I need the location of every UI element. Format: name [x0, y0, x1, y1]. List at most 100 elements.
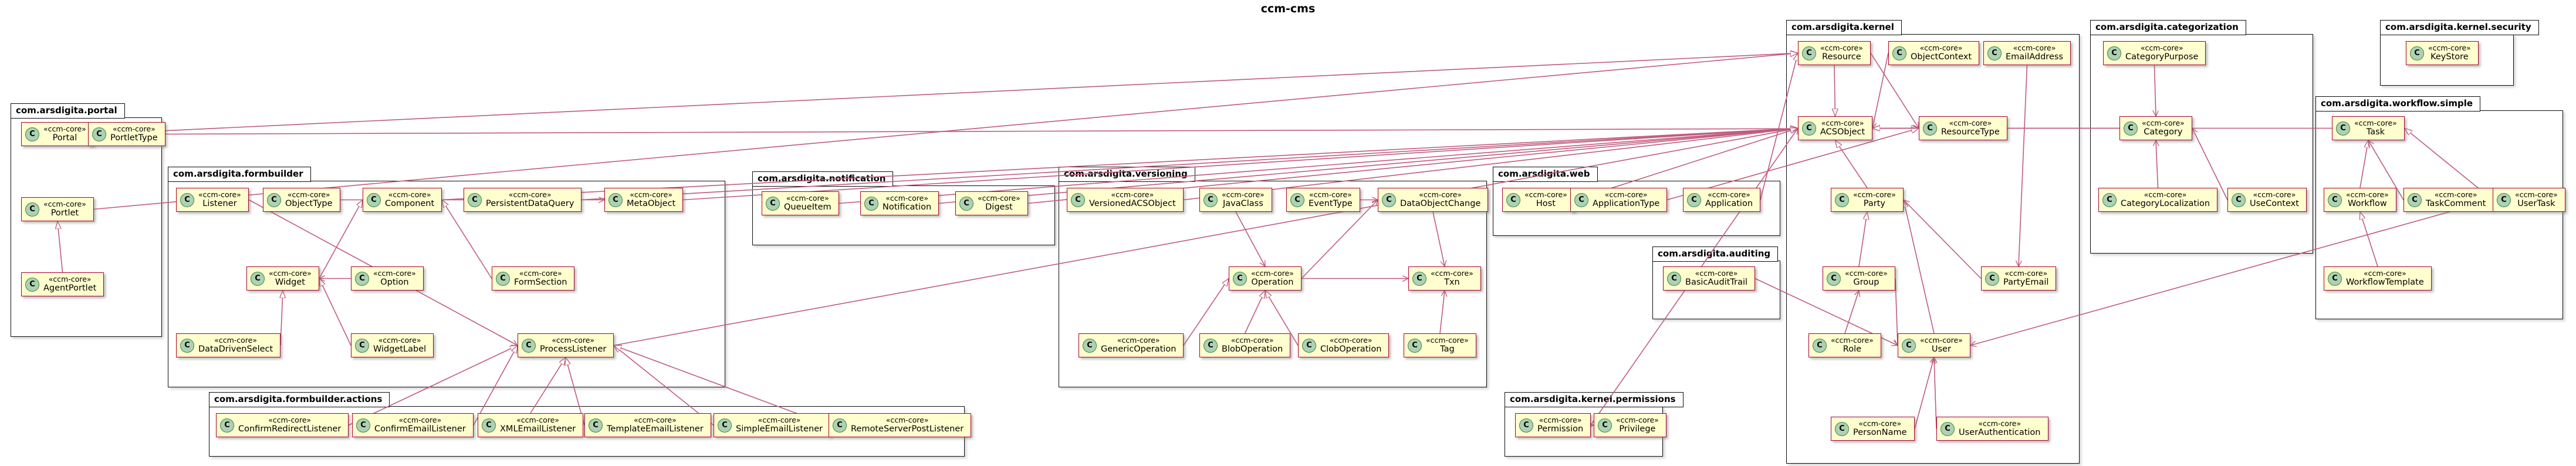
class-name: TemplateEmailListener	[607, 424, 704, 434]
class-icon: C	[1083, 338, 1097, 353]
class-Group: C«ccm-core»Group	[1823, 266, 1895, 291]
class-icon: C	[496, 271, 510, 286]
class-User: C«ccm-core»User	[1898, 333, 1970, 358]
class-name: Component	[385, 199, 435, 209]
class-PersonName: C«ccm-core»PersonName	[1831, 417, 1915, 441]
class-KeyStore: C«ccm-core»KeyStore	[2406, 41, 2479, 66]
relation-Resource-to-ResourceType	[1870, 53, 1919, 129]
class-UserTask: C«ccm-core»UserTask	[2493, 188, 2565, 212]
class-BasicAuditTrail: C«ccm-core»BasicAuditTrail	[1663, 266, 1756, 291]
class-Category: C«ccm-core»Category	[2119, 116, 2192, 141]
class-name: Portal	[52, 133, 77, 143]
class-PersistentDataQuery: C«ccm-core»PersistentDataQuery	[464, 188, 582, 212]
class-icon: C	[92, 127, 106, 141]
relation-AgentPortlet-to-Portlet	[58, 221, 63, 273]
class-stereotype: «ccm-core»	[112, 124, 155, 133]
class-stereotype: «ccm-core»	[1426, 336, 1469, 345]
class-stereotype: «ccm-core»	[2004, 269, 2048, 278]
class-name: DataObjectChange	[1400, 199, 1481, 209]
class-ACSObject: C«ccm-core»ACSObject	[1798, 116, 1873, 141]
class-name: Txn	[1444, 278, 1460, 288]
class-stereotype: «ccm-core»	[1117, 336, 1160, 345]
relation-BlobOperation-to-Operation	[1244, 291, 1266, 334]
class-SimpleEmailListener: C«ccm-core»SimpleEmailListener	[714, 413, 831, 438]
class-name: WorkflowTemplate	[2346, 278, 2424, 288]
relation-User-to-Party	[1904, 200, 1935, 334]
class-stereotype: «ccm-core»	[43, 124, 86, 133]
relation-DataDrivenSelect-to-Widget	[280, 291, 283, 346]
class-icon: C	[1941, 421, 1955, 436]
class-name: Category	[2144, 127, 2183, 137]
relation-RemoteServerPostListener-to-ProcessListener	[614, 346, 829, 426]
class-icon: C	[1204, 338, 1218, 353]
class-name: UserTask	[2517, 199, 2555, 209]
class-name: ApplicationType	[1593, 199, 1660, 209]
class-icon: C	[522, 338, 536, 353]
class-icon: C	[1667, 271, 1681, 286]
relation-Workflow-to-Task	[2359, 140, 2368, 188]
class-name: ClobOperation	[1320, 345, 1382, 354]
class-stereotype: «ccm-core»	[508, 190, 552, 199]
package-web	[1493, 181, 1780, 236]
class-icon: C	[367, 193, 381, 207]
class-stereotype: «ccm-core»	[1431, 269, 1473, 278]
class-stereotype: «ccm-core»	[1419, 190, 1462, 199]
relation-ProcessListener-to-ACSObject	[613, 129, 1798, 346]
relation-UserAuthentication-to-User	[1934, 357, 1936, 429]
class-stereotype: «ccm-core»	[978, 194, 1020, 202]
package-kernel	[1786, 34, 2080, 464]
class-icon: C	[1892, 46, 1906, 60]
class-icon: C	[1802, 121, 1816, 136]
class-ConfirmEmailListener: C«ccm-core»ConfirmEmailListener	[352, 413, 474, 438]
class-Txn: C«ccm-core»Txn	[1408, 266, 1481, 291]
package-tab-categorization: com.arsdigita.categorization	[2090, 20, 2246, 35]
class-Digest: C«ccm-core»Digest	[955, 191, 1028, 216]
class-icon: C	[25, 277, 39, 292]
class-FormSection: C«ccm-core»FormSection	[492, 266, 575, 291]
class-icon: C	[356, 418, 370, 433]
class-stereotype: «ccm-core»	[198, 190, 241, 199]
class-stereotype: «ccm-core»	[552, 336, 595, 345]
package-versioning	[1059, 181, 1487, 387]
class-icon: C	[2328, 193, 2342, 207]
class-Party: C«ccm-core»Party	[1831, 188, 1904, 212]
class-name: ConfirmRedirectListener	[238, 424, 342, 434]
relation-DataObjectChange-to-Txn	[1432, 211, 1445, 266]
class-icon: C	[180, 193, 194, 207]
relation-SimpleEmailListener-to-ProcessListener	[614, 346, 714, 426]
class-name: DataDrivenSelect	[198, 345, 273, 354]
class-stereotype: «ccm-core»	[2253, 190, 2296, 199]
relation-VersionedACSObject-to-ACSObject	[1183, 129, 1798, 201]
class-ProcessListener: C «ccm-core»ProcessListener	[518, 333, 614, 358]
class-AgentPortlet: C«ccm-core»AgentPortlet	[21, 272, 104, 297]
class-icon: C	[2102, 193, 2117, 207]
class-name: ProcessListener	[540, 345, 607, 354]
relation-ConfirmRedirectListener-to-ProcessListener	[348, 346, 518, 426]
class-Task: C«ccm-core»Task	[2332, 116, 2405, 141]
class-icon: C	[608, 193, 623, 207]
class-name: WidgetLabel	[373, 345, 427, 354]
class-stereotype: «ccm-core»	[1919, 43, 1963, 52]
class-name: Role	[1843, 345, 1862, 354]
class-WidgetLabel: C«ccm-core»WidgetLabel	[351, 333, 434, 358]
relation-CategoryPurpose-to-Category	[2155, 65, 2156, 116]
class-stereotype: «ccm-core»	[2363, 269, 2406, 278]
class-name: Application	[1705, 199, 1753, 209]
class-name: Operation	[1251, 278, 1294, 288]
relation-Party-to-ACSObject	[1835, 140, 1868, 188]
class-name: Group	[1853, 278, 1879, 288]
class-icon: C	[1204, 193, 1218, 207]
class-ResourceType: C«ccm-core»ResourceType	[1919, 116, 2007, 141]
class-name: PortletType	[110, 133, 158, 143]
relation-PartyEmail-to-Party	[1904, 200, 1982, 279]
class-name: Host	[1536, 199, 1556, 209]
class-icon: C	[1987, 46, 2002, 60]
class-name: Privilege	[1619, 424, 1656, 434]
class-Permission: C«ccm-core»Permission	[1515, 413, 1591, 438]
class-Listener: C«ccm-core»Listener	[176, 188, 249, 212]
class-name: Tag	[1440, 345, 1455, 354]
package-tab-kernel: com.arsdigita.kernel	[1786, 20, 1902, 35]
class-icon: C	[1574, 193, 1588, 207]
